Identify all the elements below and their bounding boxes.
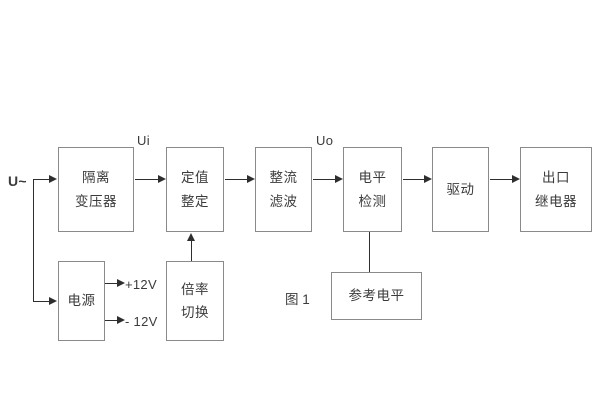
wire-reference-to-level	[369, 213, 370, 272]
wire-driver-to-relay	[490, 179, 512, 180]
block-setting-value-line-2: 整定	[181, 193, 209, 209]
arrow-rectify-to-level	[335, 174, 343, 183]
signal-uo-label: Uo	[316, 133, 334, 148]
rail-positive-label: +12V	[125, 277, 157, 292]
wire-input-to-transformer	[33, 179, 49, 180]
block-setting-value-line-1: 定值	[181, 170, 209, 185]
wire-input-trunk	[33, 179, 34, 301]
wire-level-to-driver	[403, 179, 424, 180]
arrow-level-to-driver	[424, 174, 432, 183]
block-output-relay[interactable]: 出口 继电器	[520, 147, 592, 232]
block-reference-level-line-1: 参考电平	[348, 288, 405, 304]
arrow-input-to-transformer	[49, 174, 57, 183]
wire-rail-positive	[105, 283, 119, 284]
figure-caption: 图 1	[285, 292, 310, 307]
arrow-input-to-power	[49, 296, 57, 305]
block-level-detect-line-1: 电平	[358, 170, 387, 185]
wire-setting-to-rectify	[225, 179, 247, 180]
block-level-detect[interactable]: 电平 检测	[343, 147, 402, 232]
block-output-relay-line-1: 出口	[542, 170, 570, 185]
block-rectify-filter-line-2: 滤波	[269, 193, 298, 209]
block-driver[interactable]: 驱动	[432, 147, 489, 232]
block-multiplier-switch[interactable]: 倍率 切换	[166, 261, 224, 341]
block-multiplier-switch-line-2: 切换	[181, 305, 209, 320]
block-isolation-transformer[interactable]: 隔离 变压器	[58, 147, 134, 232]
rail-negative-label: - 12V	[125, 314, 158, 329]
block-isolation-transformer-line-1: 隔离	[82, 170, 110, 185]
wire-transformer-to-setting	[135, 179, 158, 180]
block-rectify-filter[interactable]: 整流 滤波	[255, 147, 312, 232]
input-source-label: U~	[8, 173, 27, 189]
arrow-driver-to-relay	[512, 174, 520, 183]
block-rectify-filter-line-1: 整流	[269, 170, 298, 185]
block-reference-level[interactable]: 参考电平	[331, 272, 422, 320]
wire-rail-negative	[105, 320, 119, 321]
wire-rectify-to-level	[313, 179, 335, 180]
arrow-transformer-to-setting	[158, 174, 166, 183]
block-output-relay-line-2: 继电器	[535, 193, 577, 209]
arrow-multiplier-to-setting	[186, 233, 195, 241]
arrow-rail-positive	[117, 278, 125, 287]
block-setting-value[interactable]: 定值 整定	[166, 147, 224, 232]
block-driver-line-1: 驱动	[446, 181, 475, 197]
block-isolation-transformer-line-2: 变压器	[75, 193, 117, 209]
wire-multiplier-to-setting	[191, 241, 192, 261]
block-multiplier-switch-line-1: 倍率	[181, 281, 209, 297]
signal-ui-label: Ui	[137, 133, 150, 148]
block-level-detect-line-2: 检测	[358, 193, 387, 209]
block-power-supply-line-1: 电源	[67, 293, 96, 309]
arrow-rail-negative	[117, 315, 125, 324]
arrow-setting-to-rectify	[247, 174, 255, 183]
block-power-supply[interactable]: 电源	[58, 261, 105, 341]
wire-input-to-power	[33, 301, 49, 302]
